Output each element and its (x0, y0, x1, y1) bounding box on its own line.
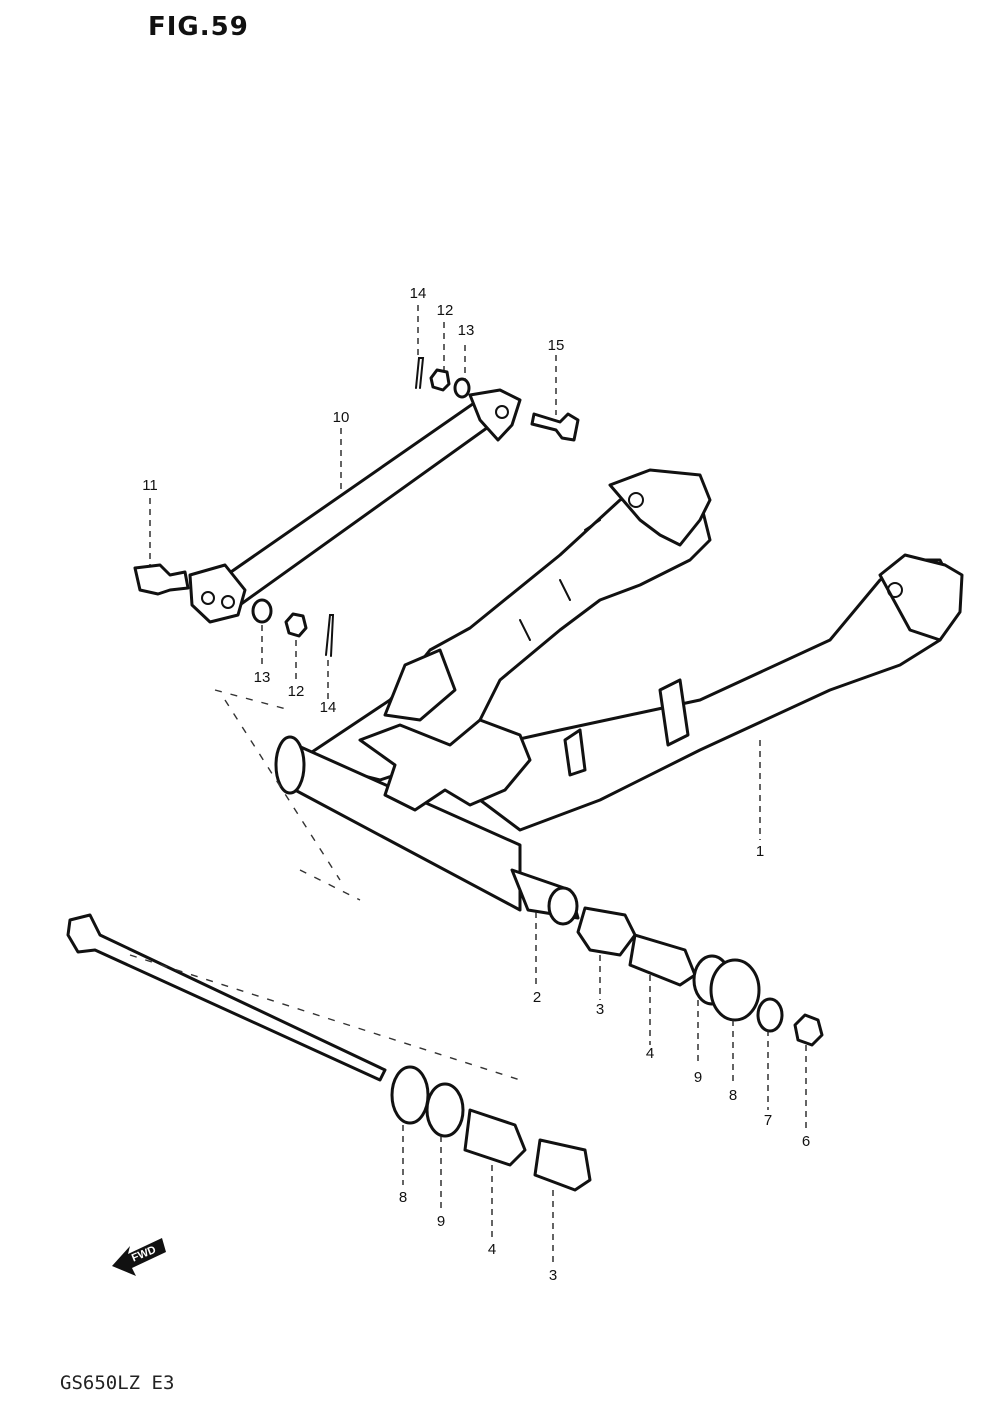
callout-bolt-left: 11 (142, 477, 158, 494)
swingarm (274, 468, 964, 926)
callout-bushing-upper: 4 (646, 1045, 654, 1062)
model-code: GS650LZ E3 (60, 1372, 175, 1394)
callout-seal-lower: 8 (399, 1189, 407, 1206)
washer-top (453, 377, 471, 399)
callout-nut-top: 12 (437, 302, 454, 319)
callout-pin-left: 14 (320, 699, 337, 716)
pivot-bolt (66, 913, 387, 1082)
callout-washer-left: 13 (254, 669, 271, 686)
callout-swingarm: 1 (756, 843, 764, 860)
washer-left (251, 598, 273, 624)
callout-dust-seal-upper: 8 (729, 1087, 737, 1104)
callout-bolt-right: 15 (548, 337, 565, 354)
callout-pin-top: 14 (410, 285, 427, 302)
callout-spacer: 2 (533, 989, 541, 1006)
callout-thrust-washer-upper: 9 (694, 1069, 702, 1086)
callout-bearing-lower: 3 (549, 1267, 557, 1284)
callout-torque-link: 10 (333, 409, 350, 426)
nut-top (429, 368, 451, 392)
nut-left (284, 612, 308, 638)
lower-bearing-stack (390, 1065, 592, 1192)
callout-thrust-washer-lower: 9 (437, 1213, 445, 1230)
upper-bearing-stack (576, 906, 824, 1047)
bolt-left (133, 563, 190, 596)
callout-nut: 6 (802, 1133, 810, 1150)
bolt-right (530, 412, 580, 442)
callout-nut-left: 12 (288, 683, 305, 700)
callout-washer: 7 (764, 1112, 772, 1129)
cotter-pin-left (325, 614, 335, 657)
callout-bearing-upper: 3 (596, 1001, 604, 1018)
callout-bushing-lower: 4 (488, 1241, 496, 1258)
figure-title: FIG.59 (148, 12, 249, 42)
callout-washer-top: 13 (458, 322, 475, 339)
cotter-pin-top (415, 357, 425, 389)
torque-link-rod (188, 388, 522, 624)
fwd-arrow: FWD (112, 1238, 166, 1276)
